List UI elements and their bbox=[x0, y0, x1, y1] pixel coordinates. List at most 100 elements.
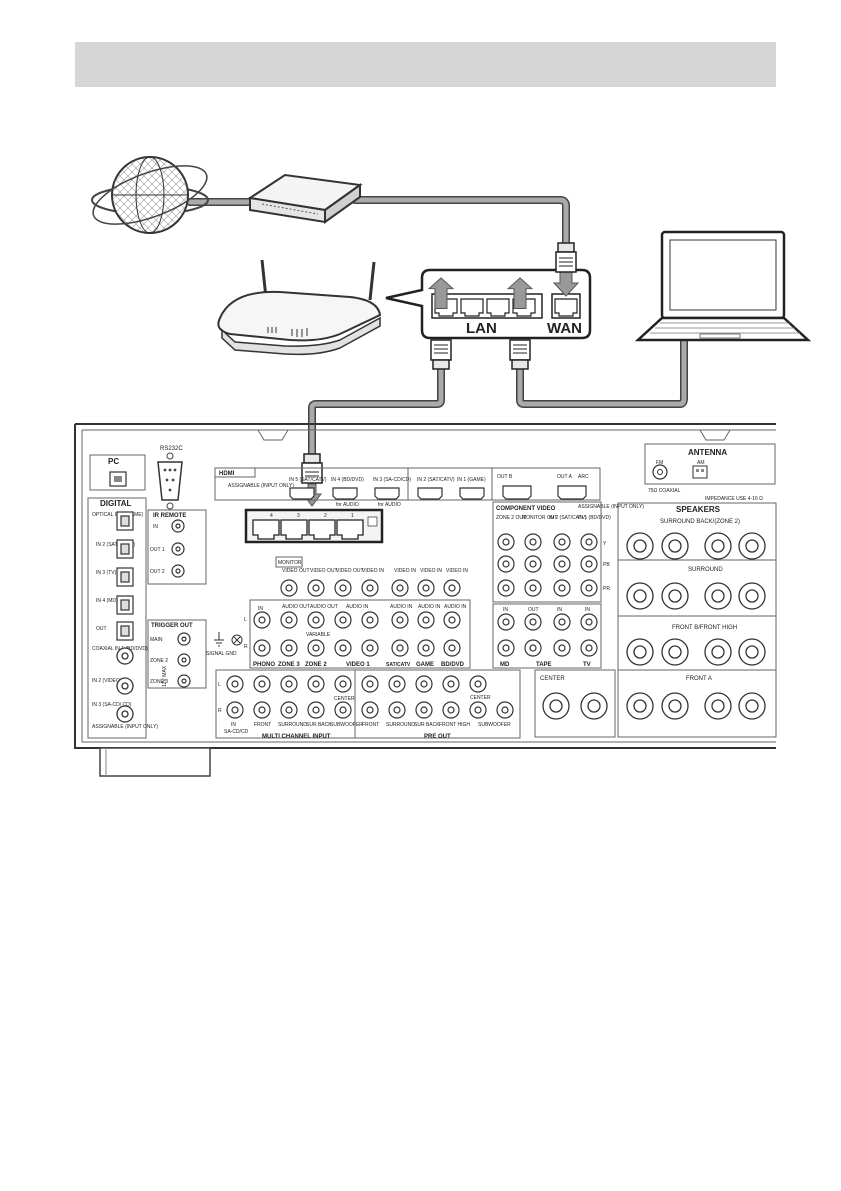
component-video-label: COMPONENT VIDEO bbox=[496, 506, 556, 512]
lan-plug-left bbox=[430, 339, 452, 370]
digital-label: DIGITAL bbox=[100, 499, 132, 508]
wan-label: WAN bbox=[547, 320, 582, 337]
phono-in-label: IN bbox=[258, 606, 263, 612]
wan-plug bbox=[555, 242, 577, 273]
antenna-label: ANTENNA bbox=[688, 448, 727, 457]
surround-label: SURROUND bbox=[688, 567, 723, 573]
tape-label: TAPE bbox=[536, 662, 552, 668]
router-icon bbox=[217, 259, 382, 356]
opt-in3-label: IN 3 (TV) bbox=[96, 570, 117, 576]
tape-out-label: OUT bbox=[528, 607, 539, 613]
tv-label: TV bbox=[583, 662, 591, 668]
cv-monitor-out-label: MONITOR OUT bbox=[522, 515, 557, 521]
po-front-label: FRONT bbox=[362, 722, 379, 728]
lan-port-2-label: 2 bbox=[324, 513, 327, 519]
hdmi-in4-label: IN 4 (BD/DVD) bbox=[331, 477, 364, 483]
ir-out2-label: OUT 2 bbox=[150, 569, 165, 575]
fm-coaxial-label: 75Ω COAXIAL bbox=[648, 488, 681, 494]
md-tape-tv-block: IN OUT IN IN MD TAPE TV bbox=[492, 603, 602, 669]
zone3-label: ZONE 3 bbox=[278, 662, 300, 668]
pre-out-label: PRE OUT bbox=[424, 734, 451, 740]
modem-icon bbox=[247, 173, 363, 224]
lan-port-3-label: 3 bbox=[297, 513, 300, 519]
coax-in3-label: IN 3 (SA-CD/ CD) bbox=[92, 702, 132, 708]
front-b-label: FRONT B/FRONT HIGH bbox=[672, 625, 737, 631]
assignable-2-label: ASSIGNABLE (INPUT ONLY) bbox=[578, 504, 644, 510]
opt-in2-label: IN 2 (SAT/ CATV) bbox=[96, 542, 135, 548]
po-subwoofer-label: SUBWOOFER bbox=[478, 722, 511, 728]
ir-remote-label: IR REMOTE bbox=[153, 513, 186, 519]
receiver-lan-ports: 4 3 2 1 bbox=[244, 508, 384, 544]
impedance-label: IMPEDANCE USE 4-16 Ω bbox=[705, 496, 763, 502]
signal-gnd: SIGNAL GND bbox=[206, 632, 243, 657]
hdmi-label: HDMI bbox=[219, 471, 235, 477]
trig-zone2-label: ZONE 2 bbox=[150, 658, 168, 664]
md-label: MD bbox=[500, 662, 510, 668]
am-label: AM bbox=[697, 460, 705, 466]
trig-main-label: MAIN bbox=[150, 637, 163, 643]
mc-in-label: IN bbox=[231, 722, 236, 728]
po-front-high-label: FRONT HIGH bbox=[439, 722, 470, 728]
cv-pr-label: PR bbox=[603, 586, 610, 592]
mc-subwoofer-label: SUBWOOFER bbox=[330, 722, 363, 728]
phono-label: PHONO bbox=[253, 662, 275, 668]
lan-port-4-label: 4 bbox=[270, 513, 273, 519]
component-video-block: COMPONENT VIDEO ASSIGNABLE (INPUT ONLY) … bbox=[492, 501, 644, 603]
coaxial-jacks bbox=[116, 647, 134, 723]
bd-dvd-label: BD/DVD bbox=[441, 662, 465, 668]
antenna-block: ANTENNA FM AM 75Ω COAXIAL bbox=[644, 443, 776, 494]
hdmi-in1-label: IN 1 (GAME) bbox=[457, 477, 486, 483]
video1-label: VIDEO 1 bbox=[346, 662, 370, 668]
zone2-label: ZONE 2 bbox=[305, 662, 327, 668]
mc-sur-back-label: SUR BACK bbox=[306, 722, 332, 728]
coax-in2-label: IN 2 (VIDEO 1) bbox=[92, 678, 126, 684]
pc-label: PC bbox=[108, 457, 119, 466]
tape-in-label: IN bbox=[557, 607, 562, 613]
bd-audio-in-label: AUDIO IN bbox=[444, 604, 467, 610]
sat-catv-label: SAT/CATV bbox=[386, 662, 411, 668]
speaker-terminals: IMPEDANCE USE 4-16 Ω SPEAKERS SURROUND B… bbox=[534, 496, 777, 738]
cv-pb-label: PB bbox=[603, 562, 610, 568]
game-video-in-label: VIDEO IN bbox=[420, 568, 442, 574]
cv-y-label: Y bbox=[603, 541, 607, 547]
game-label: GAME bbox=[416, 662, 434, 668]
zone2-video-out-label: VIDEO OUT bbox=[310, 568, 338, 574]
game-audio-in-label: AUDIO IN bbox=[418, 604, 441, 610]
lan-plug-right bbox=[509, 339, 531, 370]
wan-port bbox=[551, 293, 581, 319]
receiver-rear-panel: PC RS232C DIGITAL OPTICAL IN 1 (GAME) IN… bbox=[74, 423, 777, 777]
signal-gnd-label: SIGNAL GND bbox=[206, 651, 237, 657]
po-sur-back-label: SUR BACK bbox=[414, 722, 440, 728]
phono-r-label: R bbox=[244, 644, 248, 650]
video1-video-out-label: VIDEO OUT bbox=[336, 568, 364, 574]
mc-front-label: FRONT bbox=[254, 722, 271, 728]
po-center-label: CENTER bbox=[470, 695, 491, 701]
trigger-out-label: TRIGGER OUT bbox=[151, 623, 193, 629]
multi-channel-block: L R IN SA-CD/CD FRONT SURROUND SUR BACK … bbox=[215, 669, 521, 740]
lan-label: LAN bbox=[466, 320, 497, 337]
cv-in1-label: IN 1 (BD/DVD) bbox=[578, 515, 611, 521]
hdmi-in2-label: IN 2 (SAT/CATV) bbox=[417, 477, 455, 483]
hdmi-assignable-label: ASSIGNABLE (INPUT ONLY) bbox=[228, 483, 294, 489]
internet-globe-icon bbox=[91, 156, 209, 234]
mc-center-label: CENTER bbox=[334, 696, 355, 702]
hdmi-in3-label: IN 3 (SA-CD/CD) bbox=[373, 477, 411, 483]
surround-back-label: SURROUND BACK/(ZONE 2) bbox=[660, 519, 740, 525]
hdmi-out-b-label: OUT B bbox=[497, 474, 513, 480]
for-audio-2-label: for AUDIO bbox=[378, 502, 401, 508]
cv-zone2-out-label: ZONE 2 OUT bbox=[496, 515, 526, 521]
hdmi-out-a-label: OUT A bbox=[557, 474, 573, 480]
phono-l-label: L bbox=[244, 617, 247, 623]
mc-r-label: R bbox=[218, 708, 222, 714]
sa-cd-label: SA-CD/CD bbox=[224, 729, 249, 735]
video1-audio-in-label: AUDIO IN bbox=[346, 604, 369, 610]
arc-label: ARC bbox=[578, 474, 589, 480]
digital-assignable-label: ASSIGNABLE (INPUT ONLY) bbox=[92, 724, 158, 730]
video1-video-in-label: VIDEO IN bbox=[362, 568, 384, 574]
ir-out1-label: OUT 1 bbox=[150, 547, 165, 553]
optical-jacks bbox=[116, 511, 134, 641]
trig-note-label: 12V MAX bbox=[162, 665, 168, 687]
section-banner bbox=[75, 42, 776, 87]
speakers-label: SPEAKERS bbox=[676, 505, 721, 514]
ir-in-label: IN bbox=[153, 524, 158, 530]
